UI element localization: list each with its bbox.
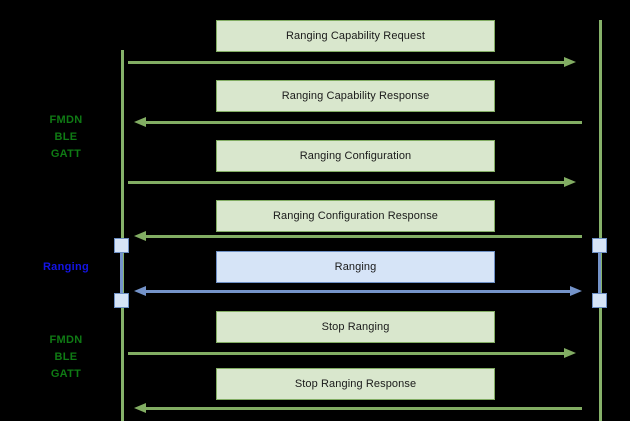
message-arrow-ranging-configuration bbox=[128, 177, 576, 188]
message-arrow-stop-ranging bbox=[128, 348, 576, 359]
arrow-shaft bbox=[146, 407, 582, 410]
activation-node-right-start bbox=[592, 238, 607, 253]
phase-label-fmdn-ble-gatt-top: FMDN BLE GATT bbox=[49, 114, 83, 160]
arrowhead-left-icon bbox=[134, 403, 146, 413]
message-box-ranging: Ranging bbox=[216, 251, 495, 283]
message-box-ranging-capability-request: Ranging Capability Request bbox=[216, 20, 495, 52]
activation-line-left bbox=[120, 245, 123, 293]
activation-node-left-start bbox=[114, 238, 129, 253]
arrowhead-left-icon bbox=[134, 117, 146, 127]
message-arrow-ranging-bidirectional bbox=[134, 286, 582, 297]
message-arrow-stop-ranging-response bbox=[134, 403, 582, 414]
arrowhead-left-icon bbox=[134, 286, 146, 296]
arrow-shaft bbox=[146, 290, 570, 293]
message-box-ranging-configuration-response: Ranging Configuration Response bbox=[216, 200, 495, 232]
activation-node-right-end bbox=[592, 293, 607, 308]
arrow-shaft bbox=[146, 121, 582, 124]
message-arrow-ranging-capability-request bbox=[128, 57, 576, 68]
activation-line-right bbox=[598, 245, 601, 293]
arrowhead-left-icon bbox=[134, 231, 146, 241]
phase-label-ranging: Ranging bbox=[42, 261, 90, 273]
arrowhead-right-icon bbox=[564, 177, 576, 187]
message-box-ranging-capability-response: Ranging Capability Response bbox=[216, 80, 495, 112]
arrowhead-right-icon bbox=[570, 286, 582, 296]
message-arrow-ranging-configuration-response bbox=[134, 231, 582, 242]
lifeline-right bbox=[599, 20, 602, 421]
arrow-shaft bbox=[128, 181, 564, 184]
lifeline-left bbox=[121, 50, 124, 421]
message-arrow-ranging-capability-response bbox=[134, 117, 582, 128]
arrowhead-right-icon bbox=[564, 348, 576, 358]
arrow-shaft bbox=[128, 352, 564, 355]
message-box-ranging-configuration: Ranging Configuration bbox=[216, 140, 495, 172]
phase-label-fmdn-ble-gatt-bottom: FMDN BLE GATT bbox=[49, 334, 83, 380]
arrow-shaft bbox=[146, 235, 582, 238]
activation-node-left-end bbox=[114, 293, 129, 308]
arrowhead-right-icon bbox=[564, 57, 576, 67]
message-box-stop-ranging: Stop Ranging bbox=[216, 311, 495, 343]
message-box-stop-ranging-response: Stop Ranging Response bbox=[216, 368, 495, 400]
arrow-shaft bbox=[128, 61, 564, 64]
